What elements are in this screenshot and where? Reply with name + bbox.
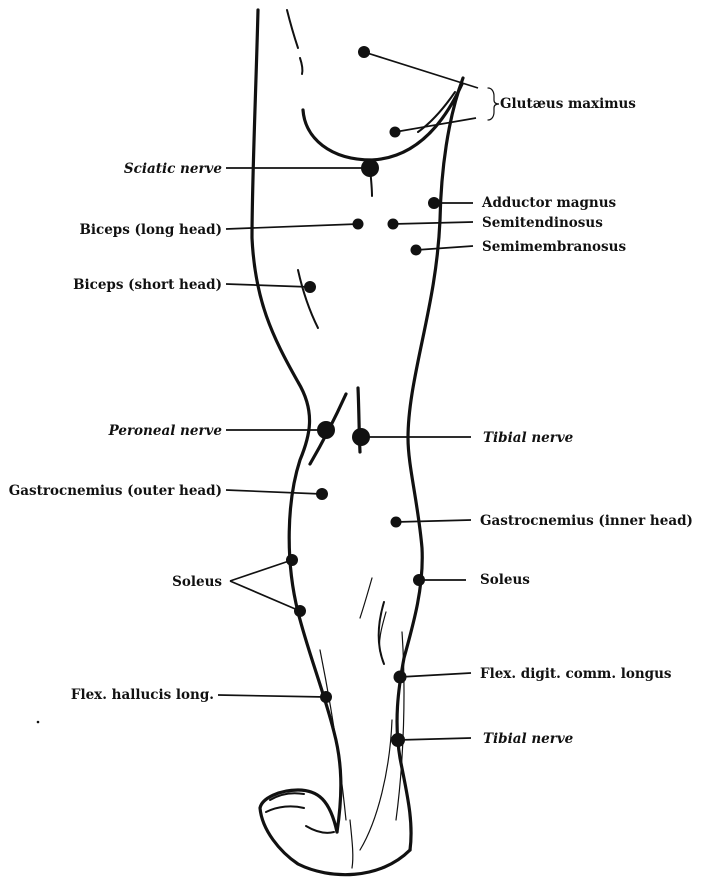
achilles-line-right — [360, 720, 392, 850]
label-gluteus-maximus: Glutæus maximus — [500, 96, 636, 112]
leg-outline-inner — [397, 78, 463, 850]
toe-stroke-3 — [306, 826, 334, 833]
stray-mark — [37, 721, 40, 724]
leader-gluteus-upper — [364, 52, 478, 88]
label-peroneal-nerve: Peroneal nerve — [108, 423, 223, 439]
point-semimembranosus — [411, 245, 422, 256]
point-tibial-nerve-knee — [352, 428, 370, 446]
leader-lines — [218, 52, 478, 740]
point-soleus-left-upper — [286, 554, 298, 566]
label-adductor-magnus: Adductor magnus — [481, 195, 617, 211]
calf-detail-1 — [360, 578, 372, 618]
point-flex-hallucis-long — [320, 691, 332, 703]
labels: Glutæus maximus Sciatic nerve Adductor m… — [9, 96, 693, 747]
label-tibial-nerve-knee: Tibial nerve — [483, 430, 574, 446]
calf-detail-2 — [379, 602, 384, 664]
leader-gastrocnemius-outer — [226, 490, 322, 494]
label-sciatic-nerve: Sciatic nerve — [124, 161, 222, 177]
leader-biceps-long-head — [226, 224, 358, 229]
gluteal-fold — [303, 84, 462, 160]
point-biceps-long-head — [353, 219, 364, 230]
label-biceps-short-head: Biceps (short head) — [73, 277, 222, 293]
point-soleus-left-lower — [294, 605, 306, 617]
point-adductor-magnus — [428, 197, 440, 209]
leader-gluteus-lower — [395, 118, 476, 132]
gluteus-brace — [488, 88, 499, 120]
heel-line — [350, 820, 353, 868]
leg-outline-outer — [252, 10, 341, 832]
label-tibial-nerve-ankle: Tibial nerve — [483, 731, 574, 747]
point-biceps-short-head — [304, 281, 316, 293]
label-soleus-outer: Soleus — [172, 574, 222, 590]
leader-soleus-left-upper — [230, 560, 292, 581]
leader-flex-digit-comm-longus — [400, 673, 471, 677]
foot-outline — [260, 790, 410, 875]
thigh-detail-2 — [298, 270, 318, 328]
point-peroneal-nerve — [317, 421, 335, 439]
leader-tibial-nerve-ankle — [398, 738, 471, 740]
leader-biceps-short-head — [226, 284, 310, 287]
label-gastrocnemius-inner-head: Gastrocnemius (inner head) — [480, 513, 693, 529]
point-gastrocnemius-outer — [316, 488, 328, 500]
point-soleus-right — [413, 574, 425, 586]
label-biceps-long-head: Biceps (long head) — [79, 222, 222, 238]
label-semitendinosus: Semitendinosus — [482, 215, 603, 231]
leader-semimembranosus — [416, 246, 473, 250]
label-soleus-inner: Soleus — [480, 572, 530, 588]
point-gastrocnemius-inner — [391, 517, 402, 528]
leader-flex-hallucis-long — [218, 695, 326, 697]
toe-stroke-2 — [266, 806, 304, 812]
leader-soleus-left-lower — [230, 581, 300, 611]
thigh-top-stroke — [287, 10, 298, 48]
point-gluteus-lower — [390, 127, 401, 138]
leader-gastrocnemius-inner — [396, 520, 471, 522]
label-flex-hallucis-long: Flex. hallucis long. — [71, 687, 214, 703]
label-gastrocnemius-outer-head: Gastrocnemius (outer head) — [9, 483, 222, 499]
label-semimembranosus: Semimembranosus — [482, 239, 626, 255]
point-tibial-nerve-ankle — [391, 733, 405, 747]
point-semitendinosus — [388, 219, 399, 230]
leader-semitendinosus — [393, 222, 473, 224]
point-gluteus-upper — [358, 46, 370, 58]
point-flex-digit-comm-longus — [394, 671, 407, 684]
thigh-detail-1 — [300, 58, 302, 74]
label-flex-digit-comm-longus: Flex. digit. comm. longus — [480, 666, 672, 682]
